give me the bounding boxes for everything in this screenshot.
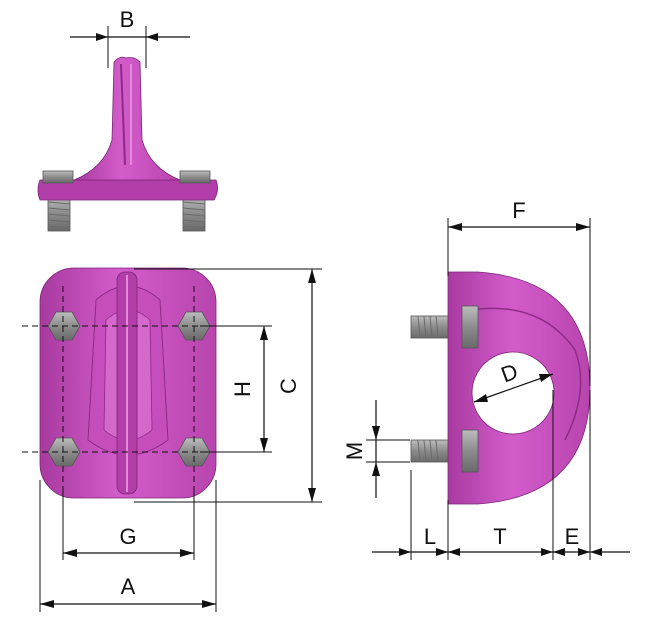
side-view: [410, 271, 591, 505]
base-plate: [37, 179, 218, 201]
nut-left: [42, 170, 74, 184]
plan-view: [22, 267, 236, 499]
label-t: T: [493, 524, 506, 549]
dimensions: [39, 26, 630, 612]
label-f: F: [512, 198, 525, 223]
label-g: G: [119, 524, 136, 549]
ring-upright: [73, 56, 181, 181]
side-body: [447, 271, 591, 505]
label-m: M: [342, 442, 367, 460]
label-d: D: [498, 358, 521, 387]
side-nut-bottom: [461, 429, 479, 473]
front-view: [37, 56, 218, 232]
side-nut-top: [461, 305, 479, 349]
label-c: C: [276, 378, 301, 394]
label-b: B: [120, 7, 135, 32]
nut-right: [179, 170, 211, 184]
label-a: A: [121, 574, 136, 599]
label-e: E: [565, 524, 580, 549]
dimension-labels: B F G A L T E D H C M: [119, 7, 579, 599]
label-l: L: [424, 524, 436, 549]
label-h: H: [230, 381, 255, 397]
